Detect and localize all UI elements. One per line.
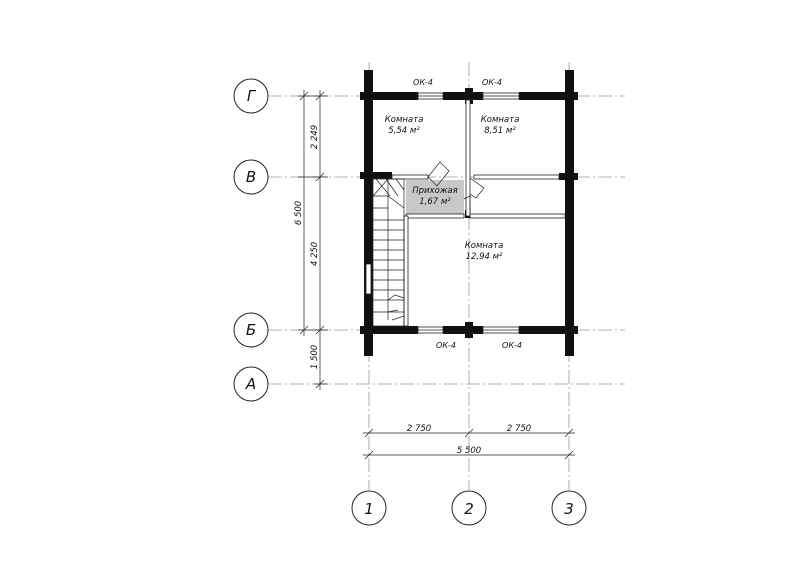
axis-bubbles-numbers: 1 2 3: [351, 490, 587, 526]
dim-v-b: 4 250: [310, 242, 320, 266]
dim-2-3: 2 750: [507, 424, 531, 434]
room-1-name: Комната: [385, 115, 424, 125]
left-dimensions: 2 249 4 250 1 500 6 500: [294, 90, 328, 390]
room-4-area: 12,94 м²: [466, 252, 503, 262]
dim-g-v: 2 249: [310, 125, 320, 149]
room-2-area: 8,51 м²: [484, 126, 516, 136]
window-label-top-left: ОК-4: [413, 78, 433, 87]
window-left-small: [365, 263, 372, 295]
room-1-area: 5,54 м²: [388, 126, 420, 136]
room-2-name: Комната: [481, 115, 520, 125]
room-4-name: Комната: [465, 241, 504, 251]
room-3-name: Прихожая: [412, 186, 458, 196]
hall-fill: [406, 180, 464, 216]
windows: ОК-4 ОК-4 ОК-4 ОК-4: [365, 78, 522, 350]
partitions: [391, 99, 566, 327]
room-labels: Комната 5,54 м² Комната 8,51 м² Прихожая…: [385, 115, 520, 262]
room-3-area: 1,67 м²: [419, 197, 451, 207]
dim-b-a: 1 500: [310, 345, 320, 369]
dim-bottom-total: 5 500: [457, 446, 481, 456]
axis-bubble-g: [233, 78, 269, 114]
axis-label-g: Г: [247, 87, 257, 105]
axis-bubble-b: [233, 312, 269, 348]
axis-bubble-2: [451, 490, 487, 526]
dim-1-2: 2 750: [407, 424, 431, 434]
axis-bubble-3: [551, 490, 587, 526]
axis-label-1: 1: [364, 500, 374, 518]
axis-bubble-v: [233, 159, 269, 195]
axis-label-b: Б: [246, 321, 256, 339]
walls: [360, 70, 578, 356]
dim-left-total: 6 500: [294, 201, 304, 225]
doors: [427, 161, 485, 214]
axis-label-a: А: [245, 375, 256, 393]
axis-label-2: 2: [464, 500, 474, 518]
axis-bubbles-letters: Г В Б А: [233, 78, 269, 402]
axis-label-3: 3: [564, 500, 574, 518]
window-label-top-right: ОК-4: [482, 78, 502, 87]
axis-label-v: В: [246, 168, 256, 186]
window-label-bottom-left: ОК-4: [436, 341, 456, 350]
axis-bubble-a: [233, 366, 269, 402]
window-label-bottom-right: ОК-4: [502, 341, 522, 350]
bottom-dimensions: 2 750 2 750 5 500: [363, 424, 575, 460]
axis-bubble-1: [351, 490, 387, 526]
staircase: [372, 178, 405, 327]
